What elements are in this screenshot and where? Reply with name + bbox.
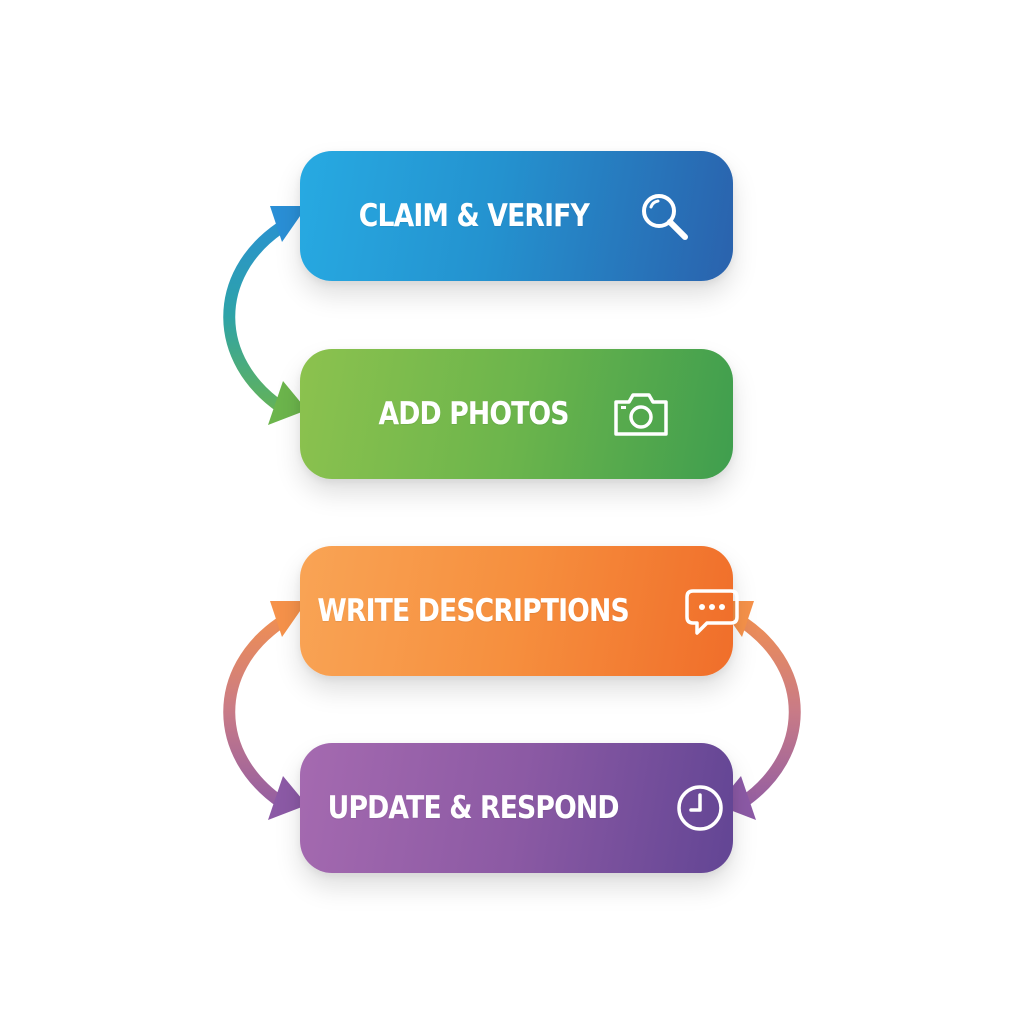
step-update-respond: UPDATE & RESPOND — [300, 743, 733, 873]
speech-bubble-icon — [683, 582, 741, 640]
magnifier-icon — [635, 187, 693, 245]
step-claim-verify: CLAIM & VERIFY — [300, 151, 733, 281]
arrow-claim-photos — [223, 206, 307, 425]
step-add-photos: ADD PHOTOS — [300, 349, 733, 479]
clock-icon — [671, 779, 729, 837]
arrow-left-descriptions-update — [223, 601, 307, 820]
step-write-descriptions: WRITE DESCRIPTIONS — [300, 546, 739, 676]
step-label: CLAIM & VERIFY — [358, 198, 589, 234]
step-label: ADD PHOTOS — [378, 396, 569, 432]
step-label: UPDATE & RESPOND — [328, 790, 620, 826]
camera-icon — [612, 385, 670, 443]
step-label: WRITE DESCRIPTIONS — [317, 593, 630, 629]
